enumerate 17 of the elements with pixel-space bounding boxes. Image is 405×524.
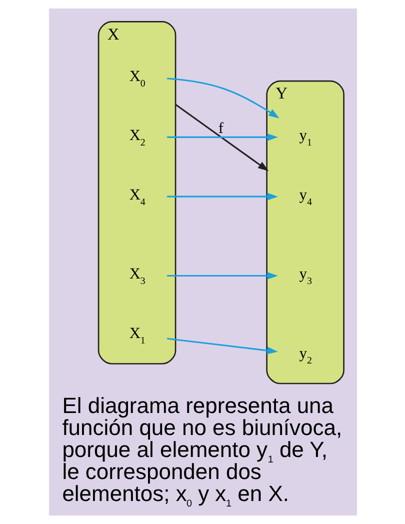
arrow <box>174 104 268 172</box>
node-text: y$_{2}$ <box>298 344 312 366</box>
node-text: y$_{1}$ <box>298 127 312 149</box>
node-text: X$_{4}$ <box>128 186 145 208</box>
node-text: y$_{4}$ <box>298 186 312 208</box>
arrow <box>166 338 278 354</box>
arrow <box>166 192 278 200</box>
node-text: X$_{0}$ <box>128 68 145 90</box>
node-text: X$_{3}$ <box>128 266 145 288</box>
edge-label: f <box>218 120 224 137</box>
arrow <box>166 272 278 280</box>
caption: El diagrama representa una función que no es biunívoca, porque al elemento y$_{1}$ de Y, le corresponden dos elementos; x$_{0}$ y x$_{1}$ en X. <box>62 393 342 510</box>
node-text: X$_{2}$ <box>128 127 145 149</box>
arrow <box>166 133 278 141</box>
node-text: X$_{1}$ <box>128 325 145 347</box>
arrow <box>166 78 279 118</box>
node-text: y$_{3}$ <box>298 266 312 288</box>
